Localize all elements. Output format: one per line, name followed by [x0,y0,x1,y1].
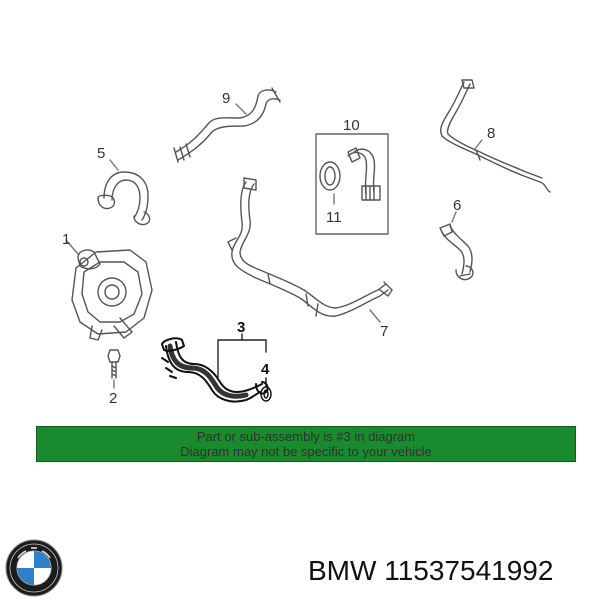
part-number-label: BMW 11537541992 [308,555,554,586]
banner-line-2: Diagram may not be specific to your vehi… [180,444,432,459]
callout-6: 6 [453,197,461,214]
callout-1: 1 [62,231,70,248]
part-10-box [315,133,389,235]
bmw-logo-icon [5,539,63,597]
part-2-bolt [107,349,121,379]
part-3-hose-fill [167,343,249,399]
callout-2: 2 [109,390,117,407]
banner-line-1: Part or sub-assembly is #3 in diagram [196,429,416,444]
part-9-hose [173,87,281,163]
part-11-seal [319,161,341,191]
callout-bracket-3 [217,333,267,381]
part-7-pipe [227,177,393,317]
part-4-clip [260,377,272,402]
part-6-hose [439,223,474,281]
callout-8: 8 [487,125,495,142]
parts-diagram: 1 2 3 4 5 6 7 8 9 10 11 [62,79,551,407]
callout-11: 11 [326,209,342,226]
part-3-hose-highlighted [161,337,269,403]
part-8-pipe [440,79,551,193]
callout-3: 3 [237,319,245,336]
callout-7: 7 [380,323,388,340]
callout-4: 4 [261,361,270,378]
info-banner: Part or sub-assembly is #3 in diagram Di… [36,426,576,462]
part-5-hose [97,171,151,226]
part-1-thermostat-housing [71,249,153,341]
callout-5: 5 [97,145,105,162]
callout-10: 10 [343,117,360,134]
callout-9: 9 [222,90,230,107]
